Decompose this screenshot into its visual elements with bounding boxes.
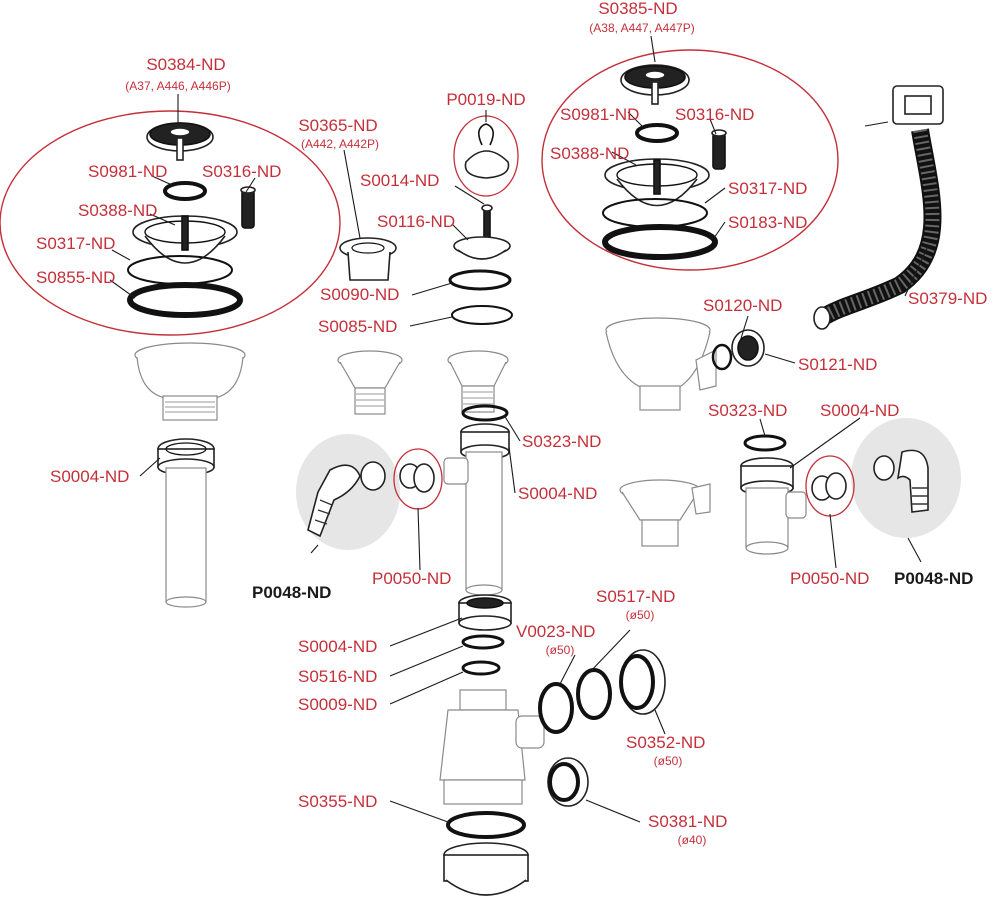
screw-s0316-right	[711, 129, 727, 170]
label-p0048-left: P0048-ND	[252, 583, 331, 602]
nut-s0121	[731, 329, 765, 367]
washer-s0323-right	[743, 434, 787, 452]
washer-s0981-right	[635, 123, 679, 143]
label-s0317-right: S0317-ND	[728, 179, 807, 198]
left-basket-group-outline	[0, 110, 341, 336]
strainer-basket-right	[620, 64, 690, 105]
label-s0316-right: S0316-ND	[675, 105, 754, 124]
gasket-s0183	[602, 224, 718, 260]
strainer-basket-left	[146, 122, 214, 161]
label-s0352: S0352-ND	[626, 733, 705, 752]
gasket-s0085	[451, 305, 513, 325]
label-s0014: S0014-ND	[360, 171, 439, 190]
label-s0085: S0085-ND	[318, 317, 397, 336]
tee-body-right	[745, 487, 807, 555]
screw-s0316-left	[240, 186, 256, 229]
label-s0855: S0855-ND	[36, 268, 115, 287]
elbow-connector-left	[307, 461, 386, 538]
label-s0365-sub: (A442, A442P)	[301, 137, 379, 151]
bushing-s0365	[339, 237, 397, 281]
label-s0388-right: S0388-ND	[550, 144, 629, 163]
label-s0004-lower: S0004-ND	[298, 637, 377, 656]
plug-p0019	[464, 123, 510, 179]
overflow-hose-s0379	[813, 85, 944, 330]
elbow-connector-right	[873, 449, 929, 513]
bottle-trap-body	[439, 689, 545, 805]
gasket-s0090	[448, 269, 512, 291]
label-s0384: S0384-ND	[146, 55, 225, 74]
outlet-body-center-right	[447, 350, 509, 413]
label-s0355: S0355-ND	[298, 792, 377, 811]
label-s0381-sub: (ø40)	[678, 833, 707, 847]
label-s0323-right: S0323-ND	[708, 401, 787, 420]
label-s0323-center: S0323-ND	[522, 432, 601, 451]
label-s0004-left: S0004-ND	[50, 467, 129, 486]
nut-s0004-lower	[458, 594, 512, 631]
washer-s0981-left	[163, 181, 207, 201]
outlet-body-center-left	[337, 350, 403, 415]
washer-s0009	[461, 660, 501, 676]
label-s0365: S0365-ND	[298, 116, 377, 135]
overflow-tee-pipe	[443, 451, 503, 596]
label-v0023: V0023-ND	[516, 622, 595, 641]
label-s0120: S0120-ND	[703, 296, 782, 315]
label-s0385-sub: (A38, A447, A447P)	[589, 21, 694, 35]
label-s0981-right: S0981-ND	[560, 105, 639, 124]
label-p0050-left: P0050-ND	[372, 569, 451, 588]
nut-p0050-right	[811, 472, 847, 501]
outlet-body-right-upper	[605, 317, 717, 411]
nut-s0352	[619, 649, 666, 715]
label-s0121: S0121-ND	[798, 355, 877, 374]
label-s0009: S0009-ND	[298, 695, 377, 714]
right-basket-group-outline	[541, 49, 839, 271]
label-s0388-left: S0388-ND	[78, 201, 157, 220]
gasket-s0355	[446, 811, 526, 839]
label-p0019: P0019-ND	[446, 90, 525, 109]
reducer-s0381	[547, 757, 589, 807]
label-s0384-sub: (A37, A446, A446P)	[125, 79, 230, 93]
nut-p0050-left	[399, 463, 435, 493]
part-labels: S0384-ND (A37, A446, A446P) S0981-ND S03…	[36, 0, 987, 847]
label-s0316-left: S0316-ND	[202, 162, 281, 181]
label-s0004-right: S0004-ND	[820, 401, 899, 420]
label-s0090: S0090-ND	[320, 285, 399, 304]
label-s0981-left: S0981-ND	[88, 162, 167, 181]
ring-v0023	[538, 682, 574, 734]
label-s0352-sub: (ø50)	[654, 754, 683, 768]
label-s0517-sub: (ø50)	[626, 608, 655, 622]
outlet-body-right-lower	[619, 479, 711, 547]
tailpiece-tube-left	[165, 467, 207, 608]
washer-s0516	[461, 634, 505, 650]
strainer-body-s0388-right	[604, 158, 710, 207]
trap-bottom-cap	[443, 842, 529, 896]
label-s0183: S0183-ND	[728, 213, 807, 232]
label-s0517: S0517-ND	[596, 587, 675, 606]
label-v0023-sub: (ø50)	[546, 643, 575, 657]
flange-s0116	[453, 236, 511, 260]
label-s0516: S0516-ND	[298, 667, 377, 686]
sink-outlet-body-left	[134, 342, 246, 421]
washer-s0323-center	[461, 404, 509, 422]
label-s0317-left: S0317-ND	[36, 234, 115, 253]
label-p0050-right: P0050-ND	[790, 569, 869, 588]
label-s0004-center: S0004-ND	[518, 484, 597, 503]
leader-lines	[109, 35, 929, 823]
ring-s0517	[576, 668, 612, 720]
label-s0385: S0385-ND	[598, 0, 677, 18]
label-s0379: S0379-ND	[908, 289, 987, 308]
label-p0048-right: P0048-ND	[894, 569, 973, 588]
washer-s0120	[711, 343, 733, 371]
label-s0116: S0116-ND	[377, 212, 455, 231]
gasket-s0855	[127, 282, 243, 318]
label-s0381: S0381-ND	[648, 812, 727, 831]
